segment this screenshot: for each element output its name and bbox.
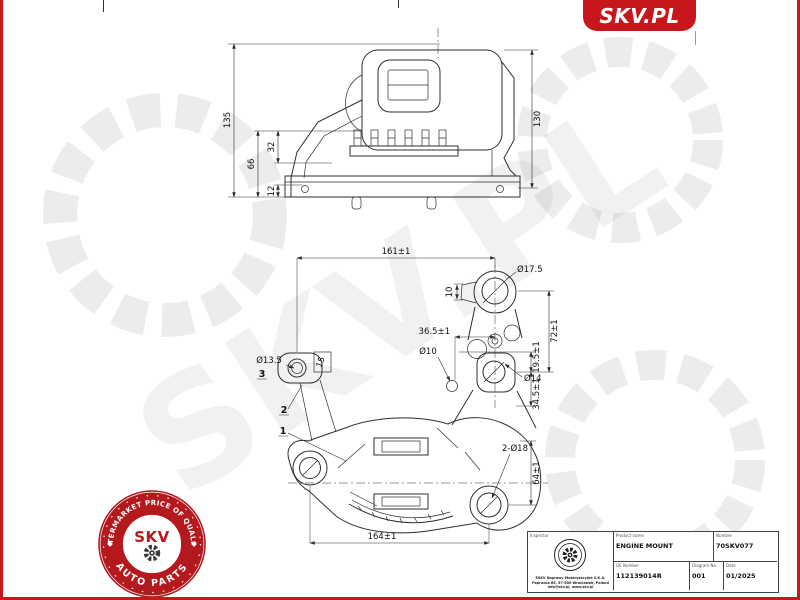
- brand-logo: SKV.PL: [583, 0, 696, 31]
- dim-height-66: 66: [247, 159, 257, 170]
- frame-border-bottom: [0, 597, 800, 600]
- dim-hole-14: Ø14: [524, 373, 542, 384]
- registration-mark-left: [103, 0, 104, 12]
- dim-hole-10: Ø10: [419, 346, 437, 357]
- dim-width-164: 164±1: [368, 532, 397, 542]
- registration-mark-center: [398, 0, 399, 8]
- date-label: Date: [726, 563, 736, 568]
- title-block: Inspector ESKV Naprawy Motoryzacyjne S.K…: [527, 531, 779, 593]
- dim-hole-13-5: Ø13.5: [256, 355, 282, 366]
- callout-3: 3: [259, 369, 266, 380]
- callout-2: 2: [281, 405, 288, 416]
- number-cell: Number 70SKV077: [713, 532, 777, 561]
- dim-width-161: 161±1: [382, 247, 411, 257]
- badge-center-text: SKV: [134, 528, 170, 546]
- product-name-label: Product name: [616, 533, 644, 538]
- watermark: SKV.PL: [43, 37, 765, 570]
- quality-badge: AFTERMARKET PRICE OF QUALITY AUTO PARTS …: [97, 489, 206, 598]
- dim-holes-2x18: 2-Ø18: [502, 443, 528, 454]
- number-label: Number: [716, 533, 733, 538]
- dim-tab-10: 10: [445, 287, 455, 298]
- stamp-icon: [554, 539, 586, 571]
- dim-hole-17-5: Ø17.5: [517, 264, 543, 275]
- side-view-drawing: [284, 28, 521, 210]
- oe-number-cell: OE Number 112139014R: [613, 561, 689, 590]
- inspector-cell: Inspector ESKV Naprawy Motoryzacyjne S.K…: [528, 532, 613, 590]
- dim-dist-19-5: 19.5±1: [532, 341, 542, 372]
- top-view-drawing: [277, 264, 548, 534]
- date-value: 01/2025: [726, 572, 756, 580]
- dim-height-32: 32: [267, 142, 277, 153]
- side-view-dimensions: 135 66 32 12 130: [223, 43, 543, 198]
- dim-tab-15: 15: [315, 356, 328, 370]
- diagram-no-value: 001: [692, 572, 706, 580]
- badge-diamond-left: [107, 541, 113, 547]
- dim-dist-64: 64±1: [532, 461, 542, 484]
- registration-mark-logo: [695, 31, 696, 45]
- product-name-cell: Product name ENGINE MOUNT: [613, 532, 713, 561]
- diagram-no-cell: Diagram No 001: [689, 561, 723, 590]
- gear-icon: [143, 544, 161, 562]
- brand-logo-text: SKV.PL: [599, 3, 680, 28]
- badge-diamond-right: [191, 541, 197, 547]
- diagram-no-label: Diagram No: [692, 563, 716, 568]
- number-value: 70SKV077: [716, 542, 754, 550]
- oe-number-label: OE Number: [616, 563, 640, 568]
- frame-border-right: [797, 0, 800, 600]
- dim-height-130: 130: [533, 111, 543, 127]
- dim-height-135: 135: [223, 112, 233, 128]
- callout-1: 1: [280, 426, 287, 437]
- watermark-text: SKV.PL: [107, 67, 691, 531]
- badge-dotted-ring: [102, 494, 202, 594]
- product-name-value: ENGINE MOUNT: [616, 542, 673, 550]
- top-view-dimensions: 161±1 Ø17.5 10 36.5±1 72±1 19.5±1 Ø10 Ø1…: [256, 247, 560, 545]
- oe-number-value: 112139014R: [616, 572, 662, 580]
- dim-dist-72: 72±1: [550, 319, 560, 342]
- frame-border-left: [0, 0, 3, 600]
- company-address: ESKV Naprawy Motoryzacyjne S.K.A. Paproc…: [532, 576, 609, 589]
- date-cell: Date 01/2025: [723, 561, 777, 590]
- dim-height-12: 12: [267, 186, 277, 197]
- dim-dist-34-5: 34.5±1: [532, 378, 542, 409]
- inspector-label: Inspector: [530, 533, 549, 538]
- dim-offset-36-5: 36.5±1: [419, 327, 450, 337]
